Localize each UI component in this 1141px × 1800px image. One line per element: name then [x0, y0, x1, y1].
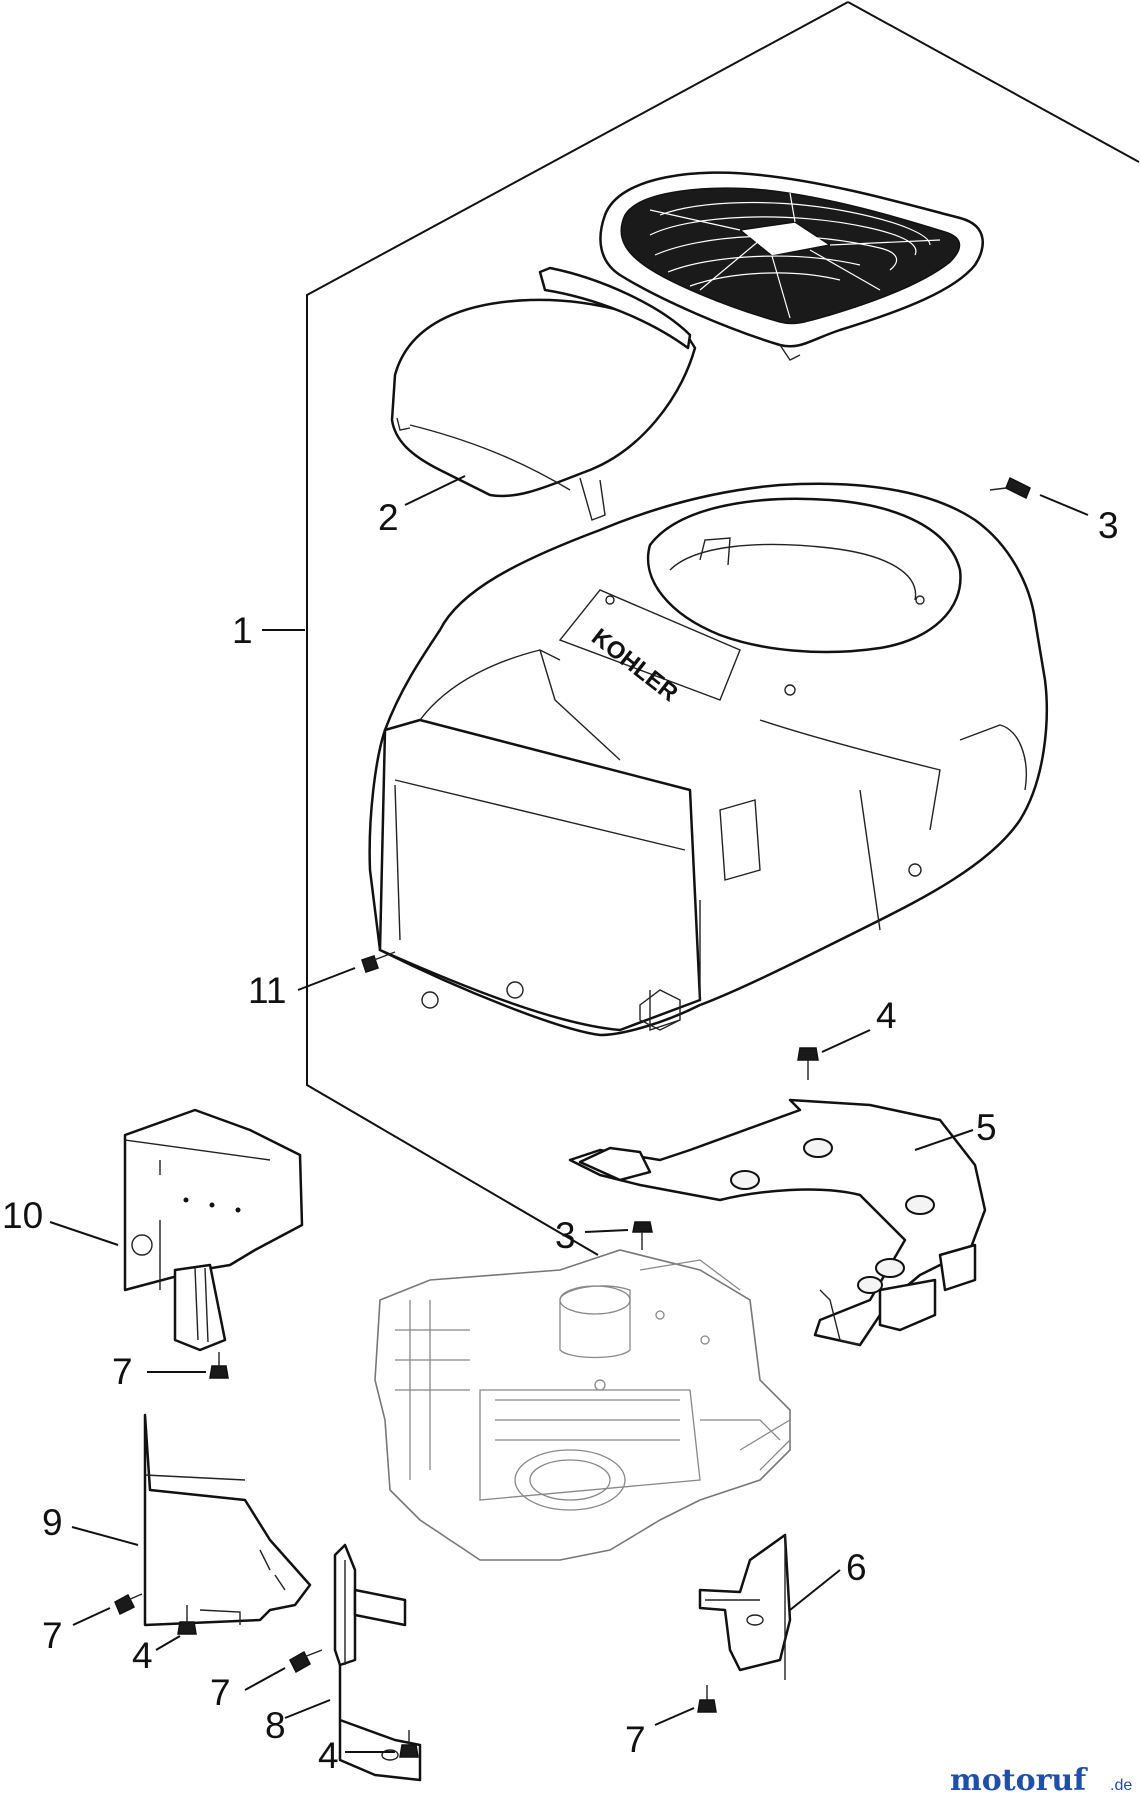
callout-1: 1: [232, 610, 253, 651]
callout-4-top: 4: [876, 995, 897, 1036]
callout-7-d: 7: [625, 1719, 646, 1760]
callout-9: 9: [42, 1502, 63, 1543]
blower-housing: KOHLER: [368, 482, 1048, 1037]
watermark-brand: motoruf: [950, 1763, 1088, 1798]
callout-6: 6: [846, 1547, 867, 1588]
screw-item-3-top: [989, 476, 1089, 516]
screw-item-11: [297, 951, 396, 991]
callout-labels: 1 2 3 3 4 4 4 5 6 7 7 7 7 8 9 10 11: [2, 497, 1119, 1776]
shroud-cover: [390, 266, 697, 521]
callout-7-b: 7: [42, 1615, 63, 1656]
callout-8: 8: [265, 1705, 286, 1746]
callout-3-center: 3: [555, 1215, 576, 1256]
engine-block: [374, 1249, 791, 1561]
screw-item-7-d: [654, 1685, 717, 1726]
assembly-bracket: [306, 1, 1140, 1256]
screw-item-7-b: [72, 1593, 143, 1626]
callout-5: 5: [976, 1107, 997, 1148]
callout-3-top: 3: [1098, 505, 1119, 546]
fan-grille: [599, 171, 984, 361]
callout-2: 2: [378, 497, 399, 538]
screw-item-7-a: [147, 1352, 229, 1379]
callout-11: 11: [248, 970, 286, 1011]
baffle-item-10: [49, 1108, 304, 1352]
baffle-item-9: [71, 1413, 312, 1627]
screw-item-4-left: [155, 1605, 197, 1651]
callout-10: 10: [2, 1195, 43, 1236]
screw-item-7-c: [244, 1649, 323, 1691]
baffle-item-6: [698, 1533, 841, 1680]
screw-item-4-top: [797, 1029, 871, 1080]
screw-item-4-bottom: [345, 1730, 419, 1758]
callout-4-left: 4: [132, 1635, 153, 1676]
watermark-suffix: .de: [1110, 1777, 1132, 1794]
callout-7-c: 7: [210, 1672, 231, 1713]
baffle-plate: [568, 1098, 987, 1347]
watermark: motoruf .de: [950, 1763, 1132, 1798]
callout-7-a: 7: [112, 1351, 133, 1392]
screw-item-3-center: [584, 1221, 653, 1250]
callout-4-bottom: 4: [318, 1735, 339, 1776]
